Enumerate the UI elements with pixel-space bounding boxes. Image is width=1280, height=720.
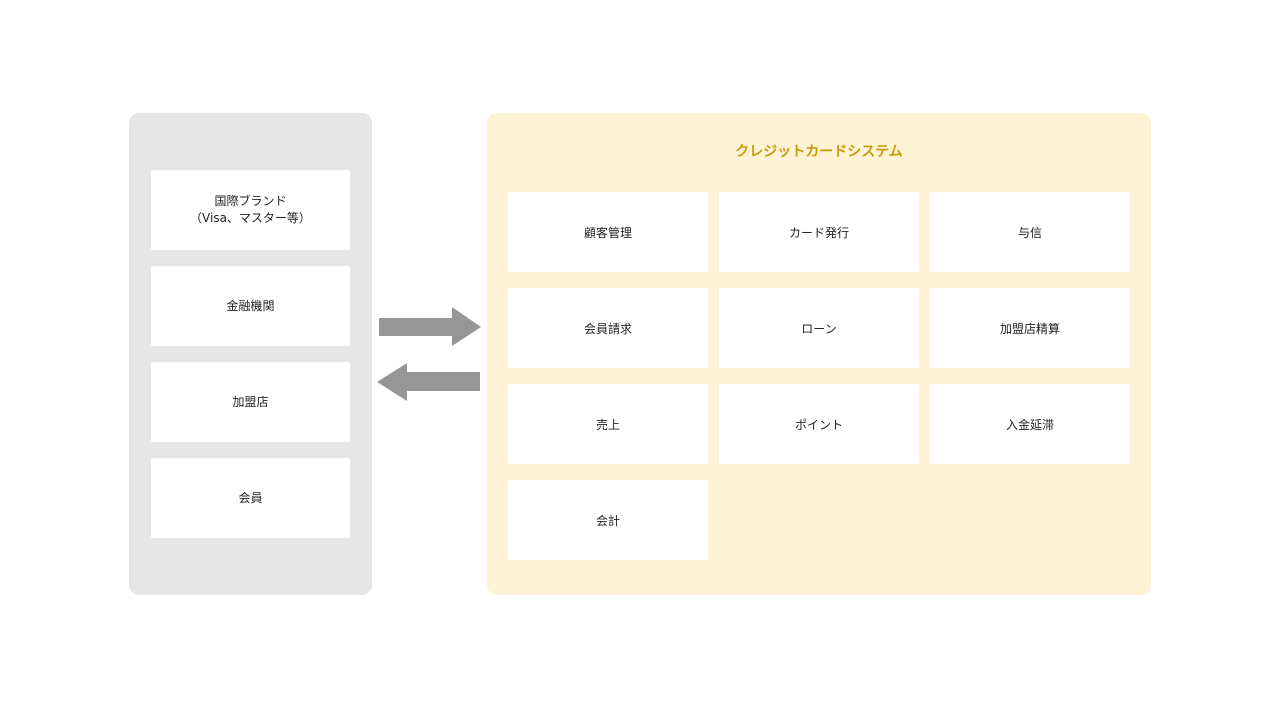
party-box-international-brand: 国際ブランド （Visa、マスター等） [151, 170, 350, 250]
data-flow-arrows [377, 307, 481, 401]
module-customer-management: 顧客管理 [508, 192, 708, 272]
module-card-issuance: カード発行 [719, 192, 919, 272]
party-sublabel: （Visa、マスター等） [190, 211, 311, 225]
arrow-left-icon [377, 363, 480, 401]
module-member-billing: 会員請求 [508, 288, 708, 368]
module-points: ポイント [719, 384, 919, 464]
party-box-financial-institution: 金融機関 [151, 266, 350, 346]
module-sales: 売上 [508, 384, 708, 464]
party-label: 国際ブランド [214, 194, 287, 208]
external-parties-panel: 国際ブランド （Visa、マスター等） 金融機関 加盟店 会員 [129, 113, 372, 595]
credit-card-system-panel: クレジットカードシステム 顧客管理 カード発行 与信 会員請求 ローン 加盟店精… [487, 113, 1151, 595]
system-title: クレジットカードシステム [735, 144, 903, 160]
party-label: 金融機関 [226, 298, 275, 313]
module-payment-delinquency: 入金延滞 [930, 384, 1130, 464]
module-merchant-settlement: 加盟店精算 [930, 288, 1130, 368]
party-box-member: 会員 [151, 458, 350, 538]
arrow-right-icon [379, 307, 481, 346]
party-label: 会員 [238, 490, 263, 505]
party-box-merchant: 加盟店 [151, 362, 350, 442]
module-loan: ローン [719, 288, 919, 368]
module-accounting: 会計 [508, 480, 708, 560]
module-credit: 与信 [930, 192, 1130, 272]
party-label: 加盟店 [232, 394, 269, 409]
